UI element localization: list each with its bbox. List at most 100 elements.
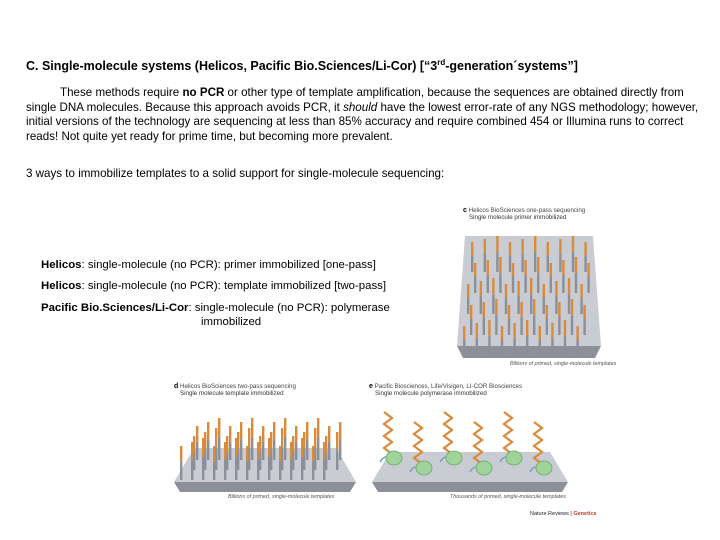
polymerase-blob (385, 450, 403, 466)
rod-strand (542, 284, 545, 298)
rod-strand (273, 422, 276, 440)
ways-intro: 3 ways to immobilize templates to a soli… (26, 167, 445, 180)
figure-d-illustration (174, 418, 356, 492)
rod-strand (495, 299, 498, 316)
polymerase-blob (415, 460, 433, 476)
rod-base (524, 274, 527, 293)
rod-base (583, 318, 586, 335)
rod-base (224, 459, 227, 480)
figure-c-label: c Helicos BioSciences one-pass sequencin… (463, 207, 603, 221)
rod-strand (555, 281, 558, 296)
rod-base (555, 295, 558, 314)
rod-base (213, 461, 216, 480)
item-text: : single-molecule (no PCR): primer immob… (81, 259, 376, 271)
rod-strand (576, 326, 579, 340)
rod-strand (257, 442, 260, 460)
rod-base (240, 439, 243, 460)
rod-base (496, 252, 499, 272)
rod-strand (570, 299, 574, 316)
rod-strand (202, 438, 205, 457)
rod-base (312, 461, 315, 480)
rod-base (520, 316, 523, 335)
rod-base (533, 315, 536, 335)
rod-strand (492, 278, 495, 295)
rod-base (584, 255, 587, 272)
journal-credit: Nature Reviews | Genetics (530, 511, 597, 517)
rod-strand (474, 263, 477, 277)
item-name: Pacific Bio.Sciences/Li-Cor (41, 302, 189, 314)
rod-base (545, 318, 548, 335)
rod-strand (538, 326, 541, 340)
rod-strand (470, 305, 473, 319)
heading-text: C. Single-molecule systems (Helicos, Pac… (26, 59, 438, 73)
rod-strand (262, 426, 265, 442)
figure-title: Helicos BioSciences two-pass sequencing (180, 383, 296, 390)
item-name: Helicos (41, 280, 82, 292)
rod-strand (467, 284, 470, 298)
rod-strand (248, 428, 251, 447)
rod-strand (551, 323, 554, 338)
rod-strand (240, 422, 243, 440)
rod-strand (479, 281, 482, 296)
rod-strand (563, 320, 567, 337)
item-name: Helicos (41, 259, 82, 271)
rod-base (513, 337, 516, 356)
rod-strand (559, 239, 562, 254)
polymerase-blob (535, 460, 553, 476)
rod-strand (317, 418, 320, 437)
rod-strand (284, 418, 287, 437)
list-item: Helicos: single-molecule (no PCR): templ… (41, 280, 386, 294)
rod-strand (281, 428, 284, 447)
figure-letter: e (369, 383, 373, 390)
rod-strand (546, 242, 549, 256)
rod-base (196, 441, 199, 460)
rod-strand (323, 442, 326, 460)
rod-base (262, 441, 265, 460)
rod-strand (224, 442, 227, 460)
rod-strand (507, 305, 511, 319)
rod-base (463, 339, 466, 356)
rod-base (301, 456, 304, 480)
para-italic: should (343, 100, 378, 114)
rod-strand (511, 263, 515, 277)
rod-strand (488, 320, 491, 337)
figure-subtitle: Single molecule primer immobilized (469, 214, 567, 221)
rod-base (500, 339, 504, 356)
rod-base (207, 439, 210, 460)
description-paragraph: These methods require no PCR or other ty… (26, 86, 702, 144)
rod-base (218, 436, 221, 460)
surface-side (174, 482, 356, 492)
rod-strand (517, 281, 520, 296)
rod-strand (500, 326, 504, 340)
rod-strand (496, 236, 499, 253)
rod-strand (268, 438, 271, 457)
rod-base (559, 253, 562, 272)
polymerase-blob (505, 450, 523, 466)
rod-base (270, 449, 273, 470)
rod-strand (587, 263, 590, 277)
rod-base (562, 274, 565, 293)
list-item: Pacific Bio.Sciences/Li-Cor: single-mole… (41, 302, 421, 329)
rod-base (580, 297, 583, 314)
figure-subtitle: Single molecule polymerase immobilized (375, 390, 487, 397)
rod-base (526, 336, 529, 356)
rod-strand (270, 432, 273, 450)
item-text: : single-molecule (no PCR): template imm… (81, 280, 387, 292)
rod-strand (513, 323, 516, 338)
rod-strand (303, 432, 306, 450)
rod-strand (259, 436, 262, 452)
rod-base (470, 318, 473, 335)
rod-strand (580, 284, 583, 298)
rod-base (486, 274, 489, 293)
rod-base (546, 255, 549, 272)
rod-strand (292, 436, 295, 452)
rod-base (576, 339, 579, 356)
rod-base (180, 461, 183, 480)
surface-top (457, 236, 601, 346)
rod-base (574, 273, 578, 293)
rod-strand (237, 432, 240, 450)
rod-strand (534, 236, 537, 253)
rod-base (558, 316, 561, 335)
rod-base (492, 294, 495, 314)
rod-base (471, 255, 474, 272)
